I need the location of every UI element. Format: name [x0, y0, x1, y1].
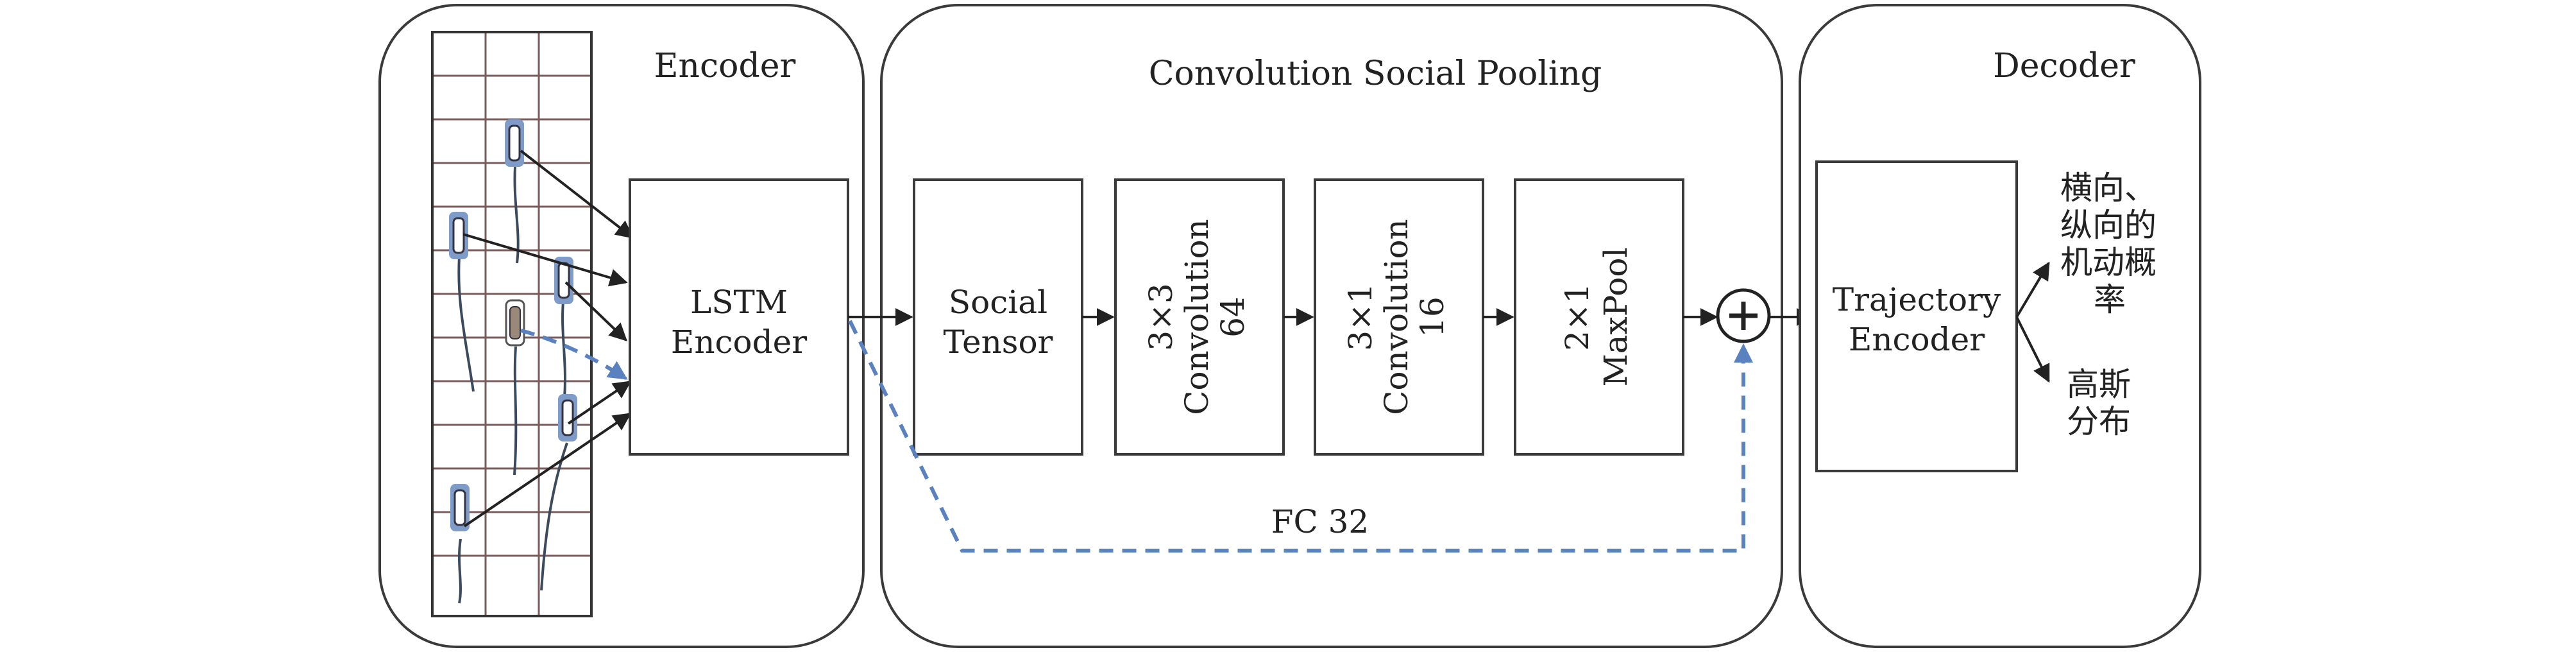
lstm-encoder-box: [629, 178, 849, 456]
vehicle-to-lstm-arrows: [462, 150, 634, 528]
road-grid: [431, 31, 593, 617]
maxpool-label-line2: MaxPool: [1597, 247, 1634, 386]
trajectory-encoder-label-line1: Trajectory: [1833, 281, 2001, 318]
decoder-title: Decoder: [1993, 47, 2135, 85]
conv3x3-label-line1: 3×3: [1142, 283, 1180, 351]
social-tensor-label-line1: Social: [949, 284, 1047, 321]
trajectory-encoder-label-line2: Encoder: [1849, 321, 1985, 358]
vehicle-icon: [505, 119, 524, 167]
maneuver-probability-output: 横向、 纵向的 机动概 率: [2060, 169, 2157, 318]
vehicle-icon: [449, 212, 468, 259]
fc-label: FC 32: [1271, 503, 1369, 540]
gaussian-output-line1: 高斯: [2067, 366, 2131, 403]
output-arrows: [2015, 261, 2050, 383]
social-tensor-label-line2: Tensor: [944, 323, 1053, 361]
conv3x3-label-line3: 64: [1214, 296, 1251, 338]
conv3x3-label-line2: Convolution: [1178, 219, 1216, 415]
social-pooling-title: Convolution Social Pooling: [1149, 55, 1602, 93]
conv3x1-label-line3: 16: [1414, 296, 1451, 338]
encoder-panel: Encoder: [378, 4, 865, 648]
concat-plus-node: [1716, 288, 1771, 343]
gaussian-output-line2: 分布: [2067, 403, 2131, 440]
maneuver-output-line2: 纵向的: [2060, 207, 2157, 244]
lstm-encoder-label-line1: LSTM: [690, 284, 788, 321]
maxpool-label-line1: 2×1: [1559, 283, 1596, 351]
maxpool-label: 2×1 MaxPool: [1559, 247, 1634, 386]
conv3x1-label-line2: Convolution: [1378, 219, 1415, 415]
maneuver-output-line4: 率: [2094, 281, 2126, 318]
trajectory-encoder-box: [1815, 160, 2018, 472]
conv3x1-label-line1: 3×1: [1342, 283, 1379, 351]
vehicle-icon: [558, 394, 577, 442]
lstm-encoder-label-line2: Encoder: [671, 323, 807, 361]
maxpool-box: [1514, 178, 1684, 456]
decoder-panel: Decoder Trajectory Encoder 横向、 纵向的 机动概 率…: [1799, 4, 2201, 648]
maneuver-output-line1: 横向、: [2060, 169, 2157, 207]
conv3x3-box: [1114, 178, 1285, 456]
vehicle-icon: [450, 484, 470, 531]
conv3x1-label: 3×1 Convolution 16: [1342, 219, 1451, 415]
encoder-title: Encoder: [654, 47, 796, 85]
fc-bypass-dashed-line: [848, 320, 1753, 553]
conv3x3-label: 3×3 Convolution 64: [1142, 219, 1251, 415]
gaussian-distribution-output: 高斯 分布: [2067, 366, 2131, 440]
ego-vehicle-icon: [505, 299, 525, 347]
social-pooling-panel: Convolution Social Pooling Social Tensor…: [848, 4, 1815, 648]
vehicle-tracks: [457, 166, 568, 604]
maneuver-output-line3: 机动概: [2060, 244, 2157, 281]
conv3x1-box: [1314, 178, 1484, 456]
social-tensor-box: [913, 178, 1083, 456]
